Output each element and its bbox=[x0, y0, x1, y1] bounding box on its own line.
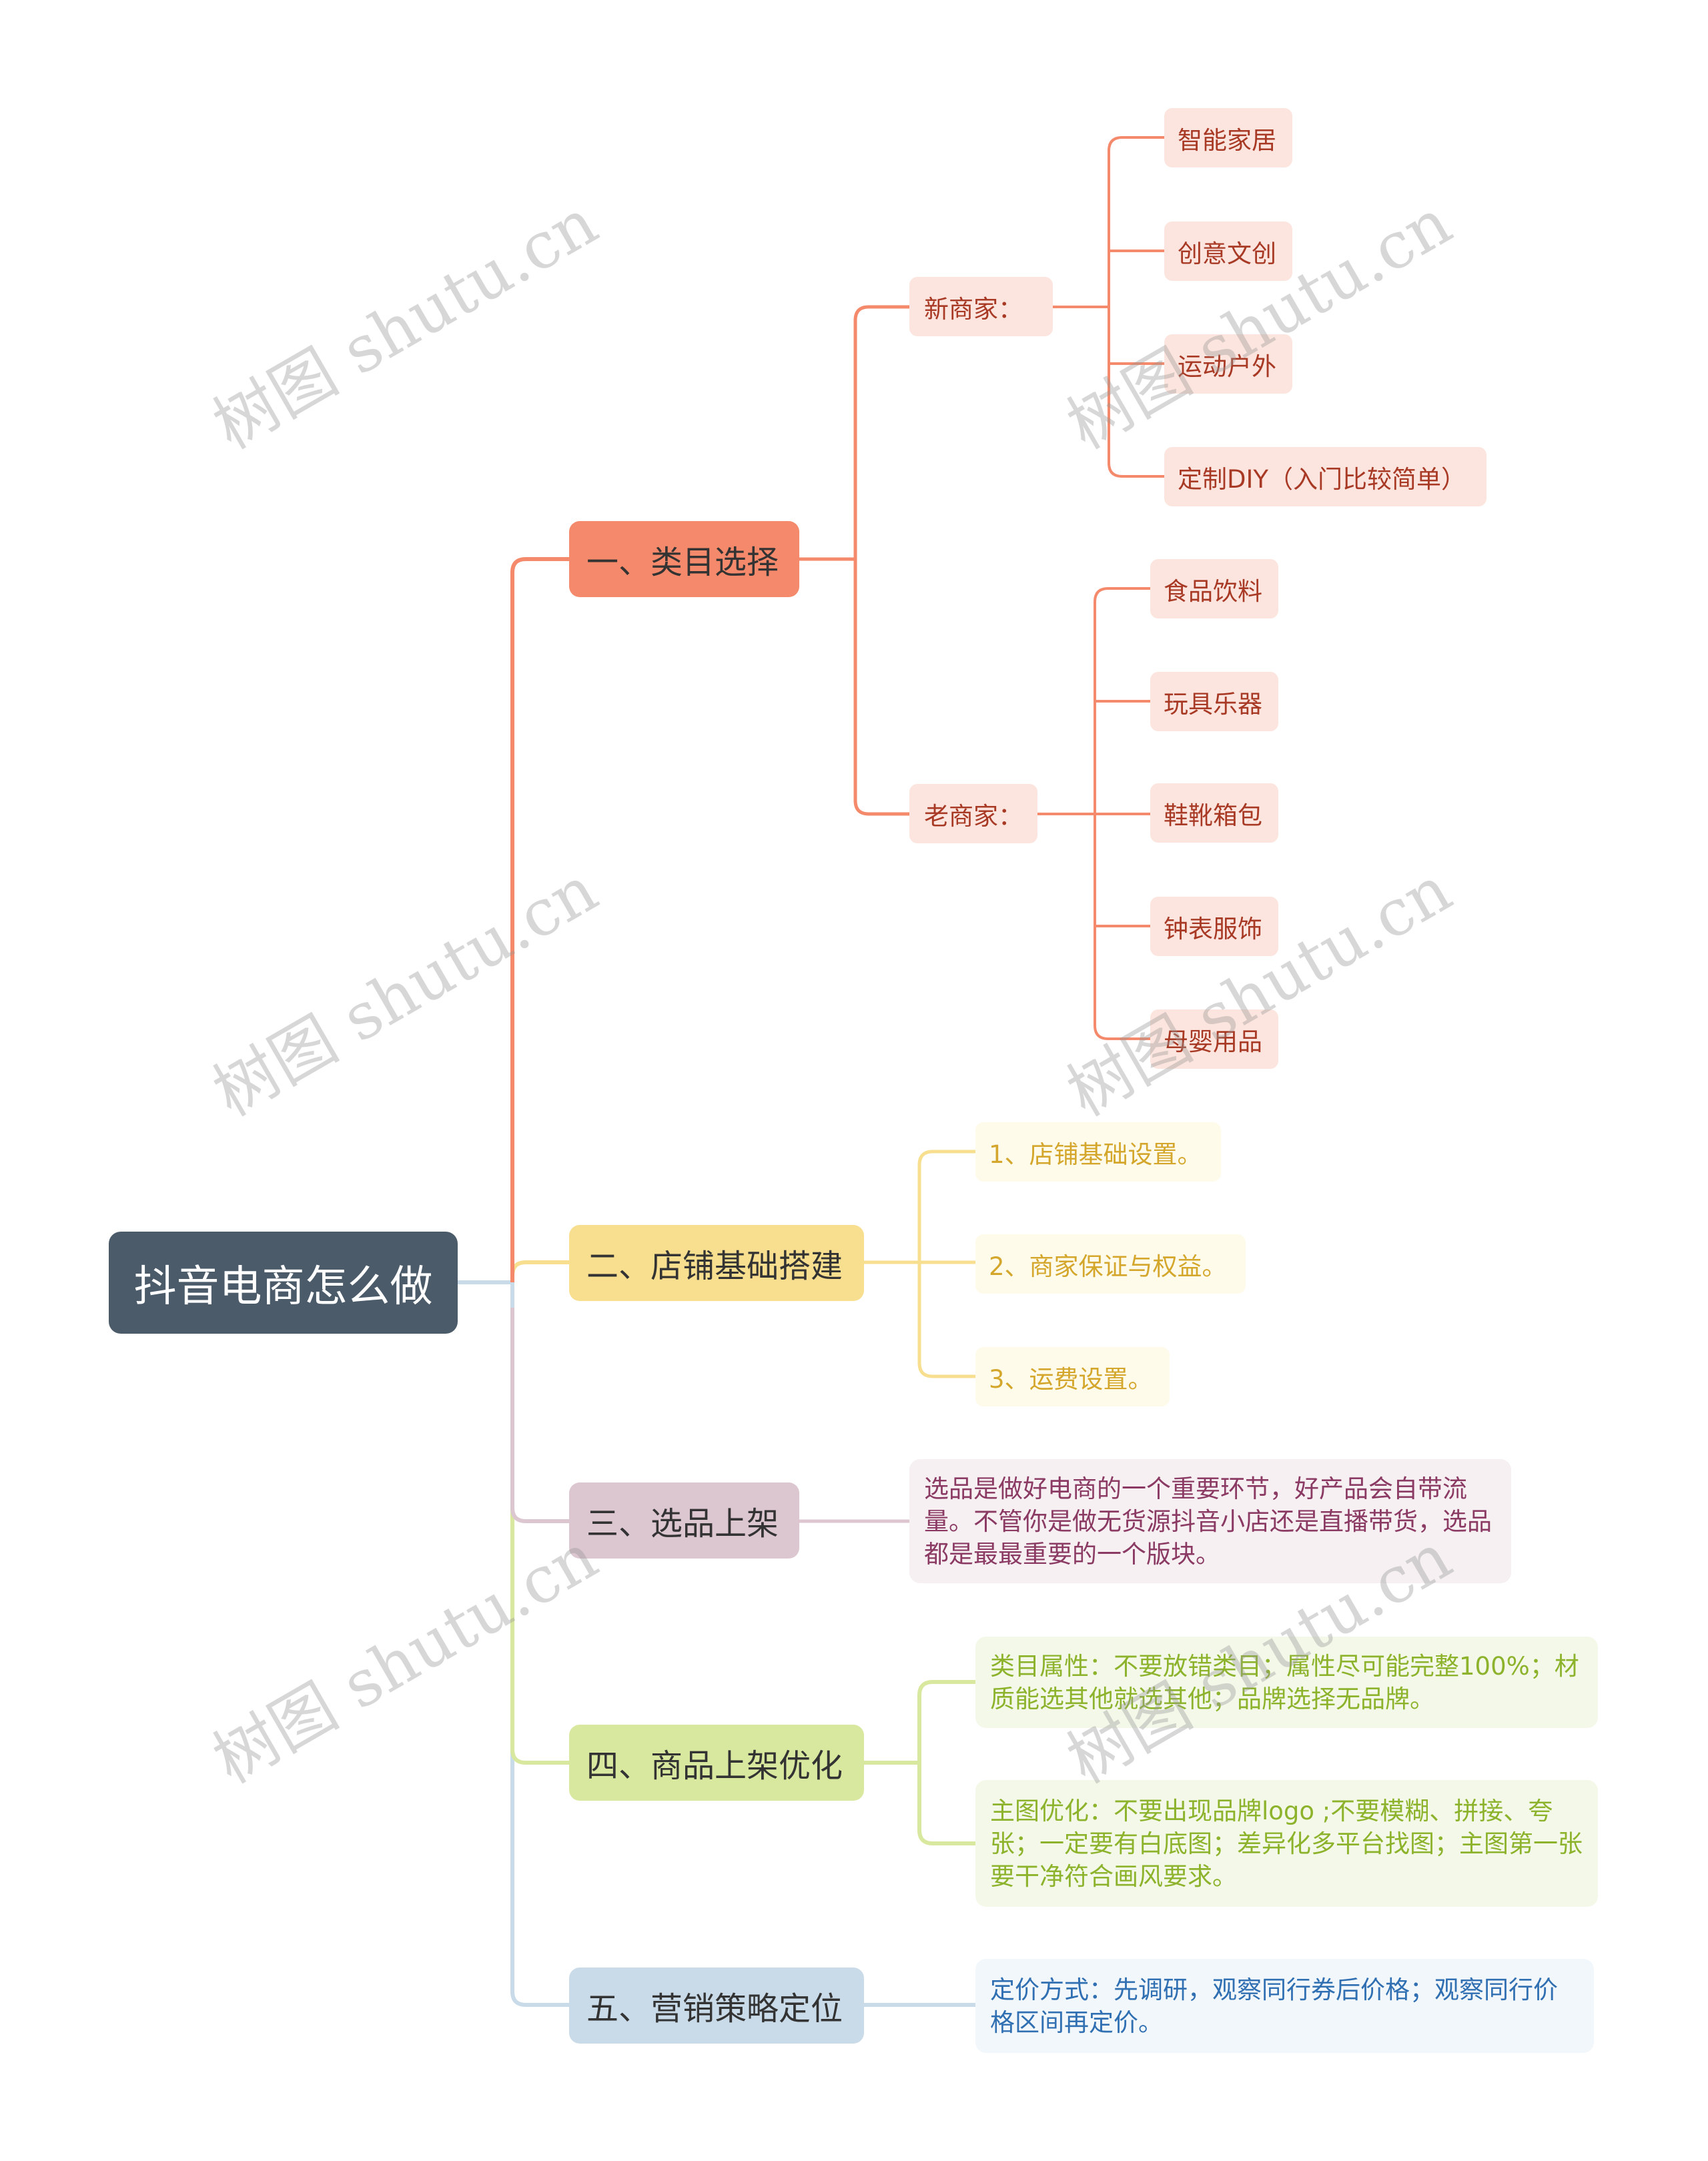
leaf-label: 定制DIY（入门比较简单） bbox=[1178, 464, 1466, 494]
connector-old-leaves bbox=[1037, 587, 1150, 1040]
leaf-maternal-baby[interactable]: 母婴用品 bbox=[1150, 1009, 1278, 1069]
topic-label: 三、选品上架 bbox=[586, 1505, 779, 1543]
leaf-label: 食品饮料 bbox=[1164, 576, 1262, 606]
leaf-merchant-guarantee[interactable]: 2、商家保证与权益。 bbox=[975, 1234, 1246, 1294]
connector-root-b2 bbox=[510, 1260, 569, 1282]
note-text: 选品是做好电商的一个重要环节，好产品会自带流量。不管你是做无货源抖音小店还是直播… bbox=[924, 1474, 1492, 1569]
leaf-smart-home[interactable]: 智能家居 bbox=[1164, 108, 1292, 167]
connector-root-b1 bbox=[510, 557, 569, 1282]
connector-b1-new bbox=[799, 305, 909, 561]
topic-label: 二、店铺基础搭建 bbox=[586, 1248, 843, 1285]
connector-root-b3 bbox=[510, 1308, 569, 1523]
topic-product-selection[interactable]: 三、选品上架 bbox=[569, 1482, 799, 1559]
note-text: 类目属性：不要放错类目；属性尽可能完整100%；材质能选其他就选其他；品牌选择无… bbox=[990, 1651, 1579, 1713]
root-topic[interactable]: 抖音电商怎么做 bbox=[109, 1232, 458, 1334]
root-label: 抖音电商怎么做 bbox=[133, 1262, 433, 1312]
leaf-watches-clothing[interactable]: 钟表服饰 bbox=[1150, 897, 1278, 956]
connector-b4-leaves bbox=[864, 1680, 975, 1845]
note-product-selection[interactable]: 选品是做好电商的一个重要环节，好产品会自带流量。不管你是做无货源抖音小店还是直播… bbox=[909, 1459, 1511, 1583]
leaf-food[interactable]: 食品饮料 bbox=[1150, 559, 1278, 618]
topic-category-selection[interactable]: 一、类目选择 bbox=[569, 521, 799, 597]
note-text: 定价方式：先调研，观察同行券后价格；观察同行价格区间再定价。 bbox=[990, 1975, 1558, 2037]
connector-new-leaves bbox=[1053, 136, 1164, 478]
connector-b2-leaves bbox=[864, 1150, 975, 1378]
subtopic-label: 新商家： bbox=[924, 294, 1023, 324]
connector-b1-old bbox=[853, 559, 909, 816]
leaf-label: 创意文创 bbox=[1178, 239, 1276, 268]
topic-label: 一、类目选择 bbox=[586, 544, 779, 581]
note-main-image[interactable]: 主图优化：不要出现品牌logo ;不要模糊、拼接、夸张；一定要有白底图；差异化多… bbox=[975, 1780, 1598, 1907]
note-category-attributes[interactable]: 类目属性：不要放错类目；属性尽可能完整100%；材质能选其他就选其他；品牌选择无… bbox=[975, 1637, 1598, 1728]
note-text: 主图优化：不要出现品牌logo ;不要模糊、拼接、夸张；一定要有白底图；差异化多… bbox=[990, 1796, 1583, 1891]
leaf-label: 3、运费设置。 bbox=[989, 1364, 1153, 1394]
topic-store-setup[interactable]: 二、店铺基础搭建 bbox=[569, 1225, 864, 1301]
subtopic-old-merchant[interactable]: 老商家： bbox=[909, 784, 1037, 843]
leaf-shipping-settings[interactable]: 3、运费设置。 bbox=[975, 1347, 1170, 1406]
leaf-label: 玩具乐器 bbox=[1164, 689, 1262, 719]
topic-marketing-strategy[interactable]: 五、营销策略定位 bbox=[569, 1968, 864, 2044]
subtopic-label: 老商家： bbox=[924, 801, 1023, 831]
leaf-store-basic-settings[interactable]: 1、店铺基础设置。 bbox=[975, 1122, 1221, 1182]
topic-listing-optimization[interactable]: 四、商品上架优化 bbox=[569, 1725, 864, 1801]
leaf-shoes-bags[interactable]: 鞋靴箱包 bbox=[1150, 783, 1278, 843]
leaf-label: 鞋靴箱包 bbox=[1164, 801, 1262, 830]
leaf-sports[interactable]: 运动户外 bbox=[1164, 334, 1292, 394]
leaf-label: 母婴用品 bbox=[1164, 1027, 1262, 1056]
leaf-toys[interactable]: 玩具乐器 bbox=[1150, 672, 1278, 731]
leaf-label: 2、商家保证与权益。 bbox=[989, 1252, 1227, 1281]
connector-root-b5 bbox=[458, 1280, 569, 2007]
topic-label: 四、商品上架优化 bbox=[586, 1747, 843, 1785]
note-pricing[interactable]: 定价方式：先调研，观察同行券后价格；观察同行价格区间再定价。 bbox=[975, 1959, 1594, 2053]
leaf-custom-diy[interactable]: 定制DIY（入门比较简单） bbox=[1164, 447, 1486, 506]
leaf-label: 智能家居 bbox=[1178, 125, 1276, 155]
subtopic-new-merchant[interactable]: 新商家： bbox=[909, 277, 1053, 336]
topic-label: 五、营销策略定位 bbox=[586, 1990, 843, 2028]
connector-root-b4 bbox=[510, 1308, 569, 1765]
leaf-creative[interactable]: 创意文创 bbox=[1164, 222, 1292, 281]
leaf-label: 钟表服饰 bbox=[1164, 914, 1262, 943]
leaf-label: 1、店铺基础设置。 bbox=[989, 1140, 1202, 1169]
leaf-label: 运动户外 bbox=[1178, 352, 1276, 381]
